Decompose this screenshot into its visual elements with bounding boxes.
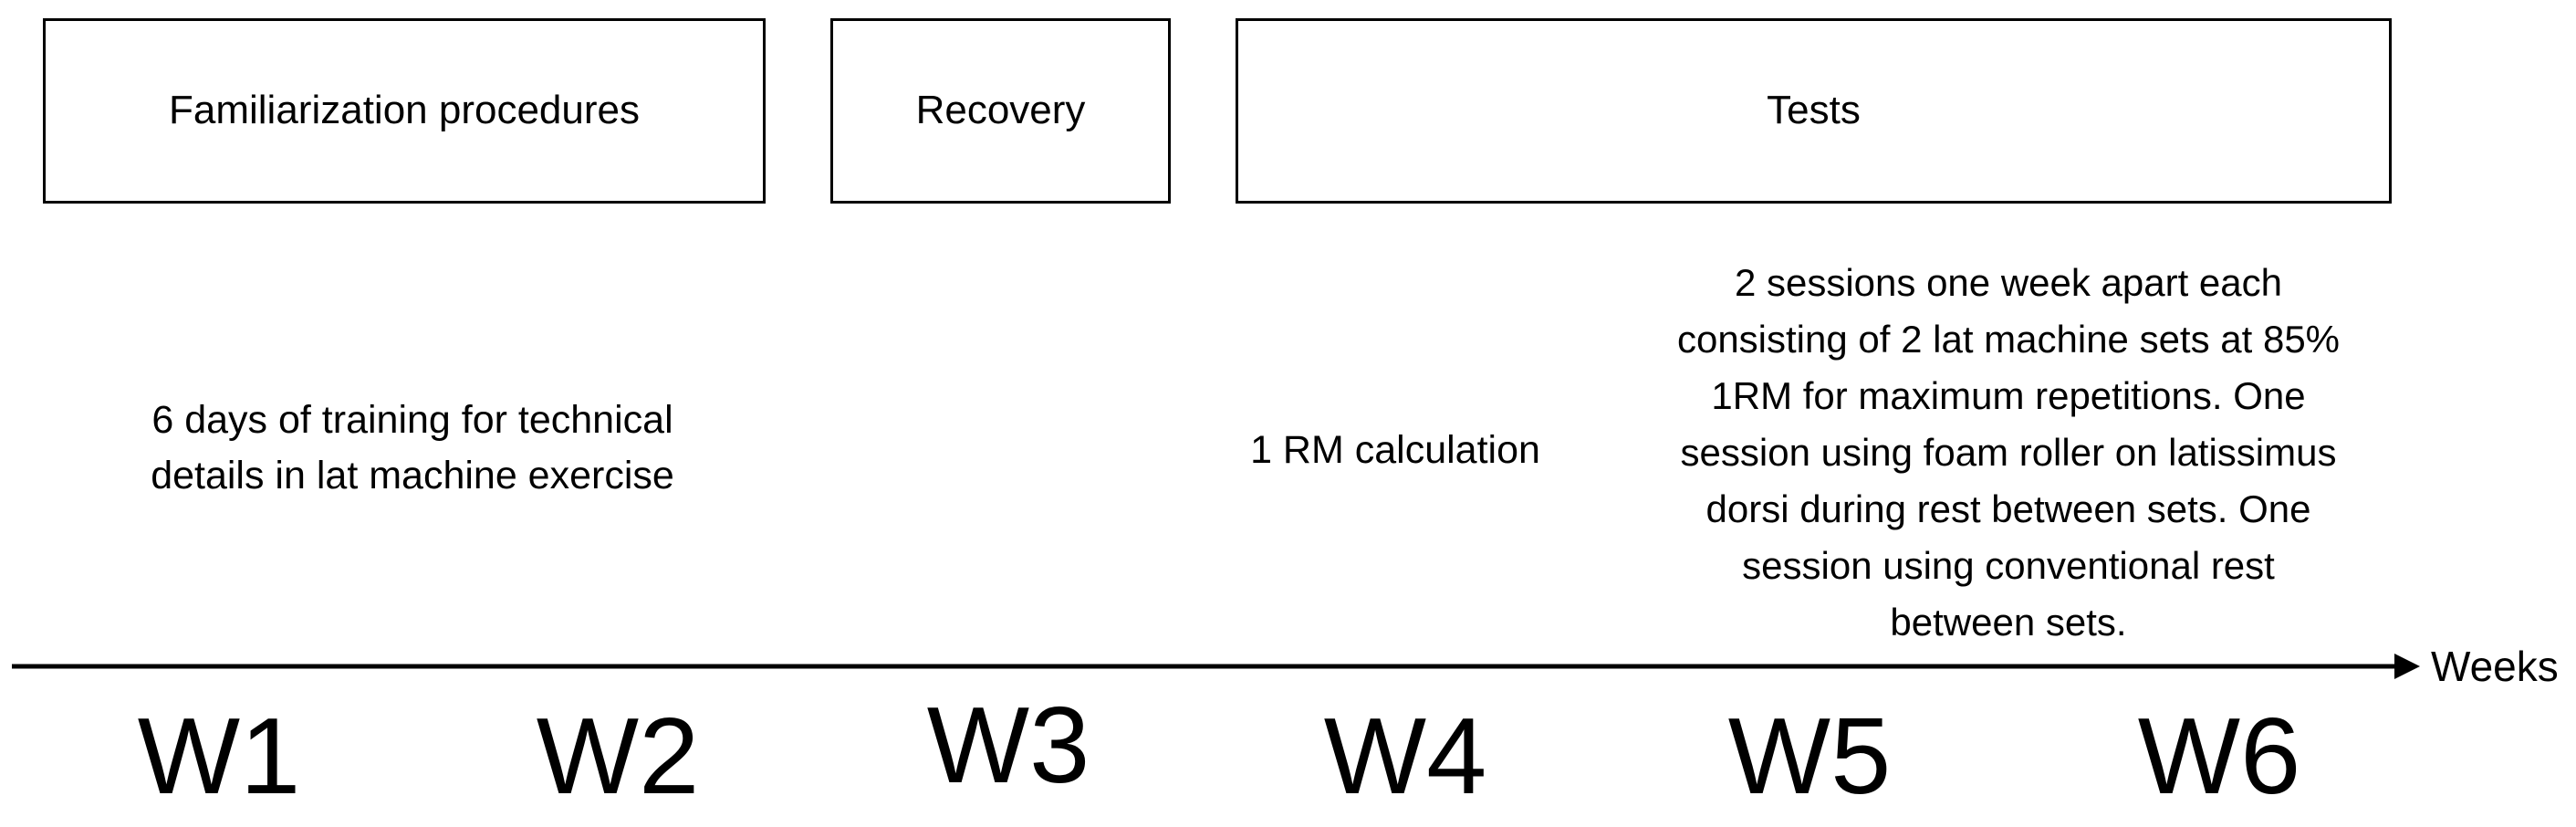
week-label-w5: W5 — [1727, 696, 1892, 817]
note-familiarization-description: 6 days of training for technical details… — [151, 398, 674, 497]
week-label-w2: W2 — [536, 696, 700, 817]
phase-box-recovery: Recovery — [830, 18, 1171, 204]
phase-box-familiarization: Familiarization procedures — [43, 18, 766, 204]
timeline-axis — [12, 654, 2420, 679]
phase-box-tests: Tests — [1236, 18, 2392, 204]
phase-label-recovery: Recovery — [915, 88, 1086, 133]
note-rm-calculation: 1 RM calculation — [1250, 428, 1540, 472]
week-label-w6: W6 — [2137, 696, 2301, 817]
timeline-arrowhead-icon — [2394, 654, 2420, 679]
phase-label-familiarization: Familiarization procedures — [169, 88, 640, 133]
week-label-w4: W4 — [1323, 696, 1487, 817]
note-tests-description: 2 sessions one week apart each consistin… — [1676, 261, 2341, 644]
phase-label-tests: Tests — [1767, 88, 1861, 133]
week-label-w3: W3 — [926, 685, 1090, 806]
axis-label-weeks: Weeks — [2431, 643, 2559, 690]
week-label-w1: W1 — [137, 696, 301, 817]
